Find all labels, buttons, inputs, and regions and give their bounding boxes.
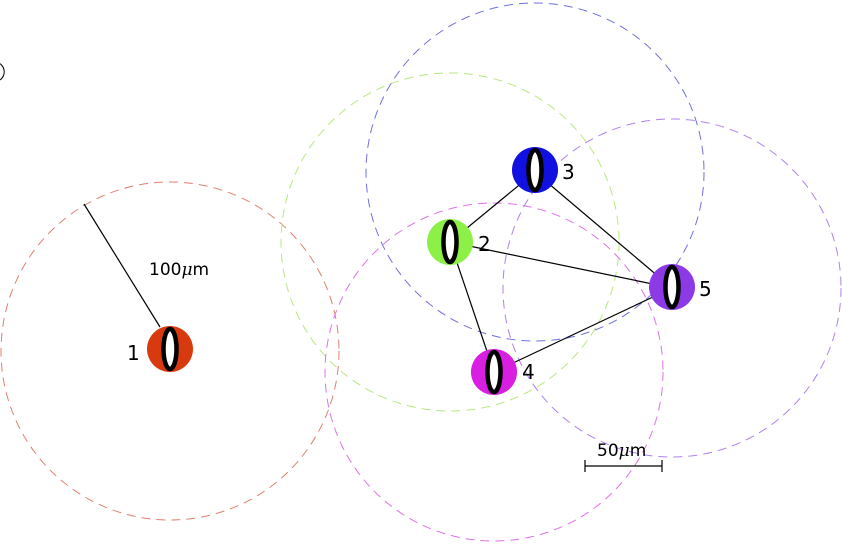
range-circle-4 — [324, 202, 664, 542]
node-5-label: 5 — [699, 277, 712, 301]
node-4-eye-icon — [485, 349, 503, 395]
node-1-eye-icon — [161, 326, 179, 372]
node-2-eye-icon — [441, 219, 459, 265]
range-circle-2 — [280, 72, 620, 412]
radius-label: 100μm — [149, 260, 209, 280]
links — [449, 171, 673, 373]
link-3-5 — [534, 171, 673, 289]
node-5 — [649, 264, 695, 310]
node-3 — [512, 147, 558, 193]
link-4-5 — [493, 287, 673, 373]
node-4 — [471, 349, 517, 395]
link-2-5 — [449, 241, 673, 289]
node-2-label: 2 — [478, 232, 491, 256]
radius-line — [83, 203, 161, 328]
node-3-eye-icon — [526, 147, 544, 193]
scale-bar — [584, 460, 663, 472]
node-2 — [427, 219, 473, 265]
node-5-eye-icon — [663, 264, 681, 310]
node-3-label: 3 — [562, 160, 575, 184]
scale-bar-label: 50μm — [597, 441, 646, 461]
range-circle-1 — [0, 181, 340, 521]
range-circle-5 — [502, 118, 842, 458]
node-1 — [147, 326, 193, 372]
range-circle-offscreen-arc — [0, 63, 5, 81]
range-circle-3 — [365, 2, 705, 342]
node-1-label: 1 — [127, 341, 140, 365]
node-4-label: 4 — [522, 360, 535, 384]
